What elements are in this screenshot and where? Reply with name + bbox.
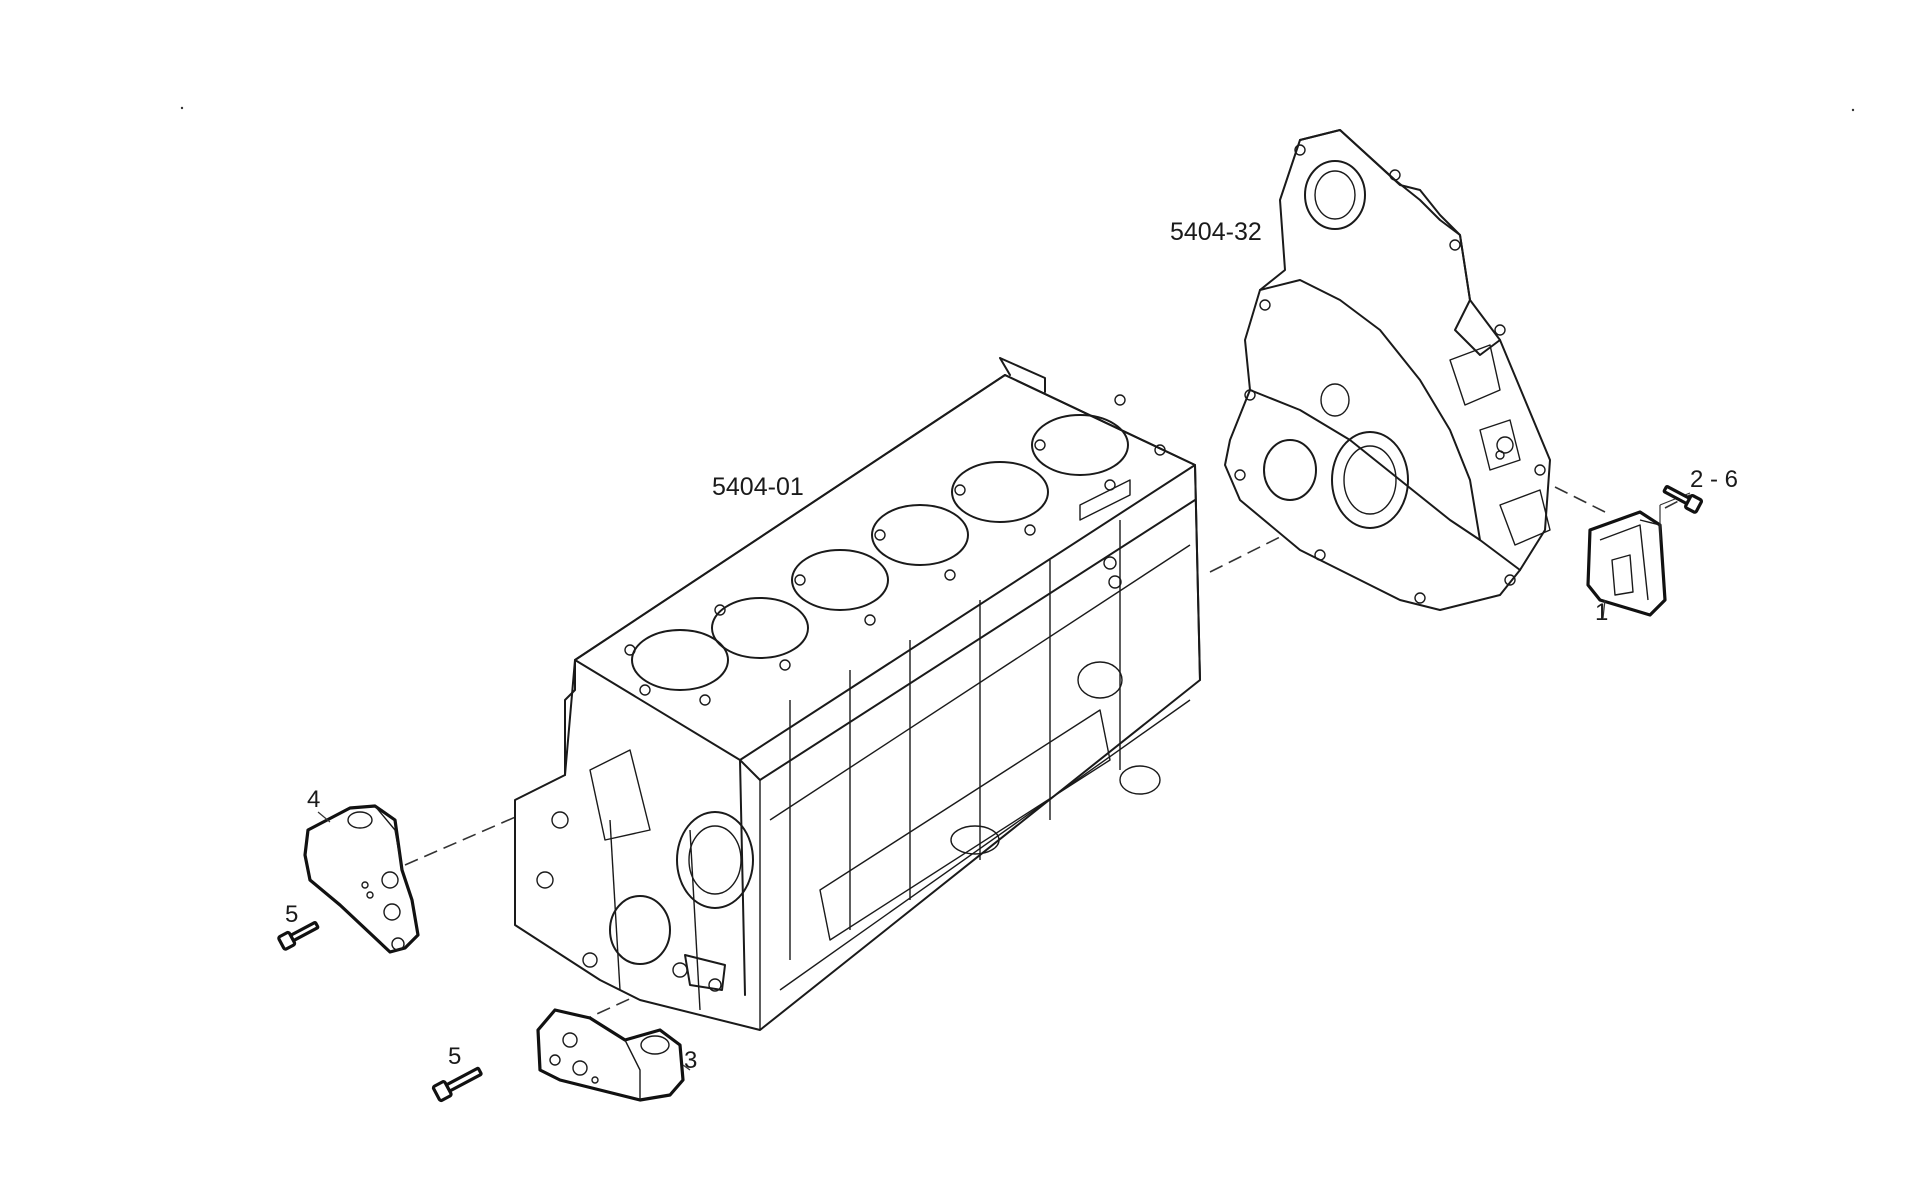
timing-cover <box>1224 129 1551 611</box>
bolt-2-6 <box>1662 484 1704 514</box>
block-front-face <box>536 749 754 992</box>
bracket-4 <box>303 804 420 954</box>
engine-block-label: 5404-01 <box>712 473 804 501</box>
block-side-ribs <box>789 479 1161 960</box>
engine-block <box>514 357 1201 1031</box>
bolt-5-upper <box>277 920 320 951</box>
corner-mark-left <box>180 106 184 110</box>
part-label-3: 3 <box>684 1047 697 1074</box>
deck-bolt-holes <box>624 394 1166 706</box>
bracket-1 <box>1586 492 1691 619</box>
part-label-1: 1 <box>1595 599 1608 626</box>
timing-cover-label: 5404-32 <box>1170 218 1262 246</box>
part-label-2-6: 2 - 6 <box>1690 466 1738 493</box>
bolt-5-lower <box>431 1066 483 1103</box>
part-label-4: 4 <box>307 786 320 813</box>
bracket-3 <box>536 1008 691 1102</box>
corner-mark-right <box>1851 108 1855 112</box>
part-label-5-upper: 5 <box>285 901 298 928</box>
part-label-5-lower: 5 <box>448 1043 461 1070</box>
